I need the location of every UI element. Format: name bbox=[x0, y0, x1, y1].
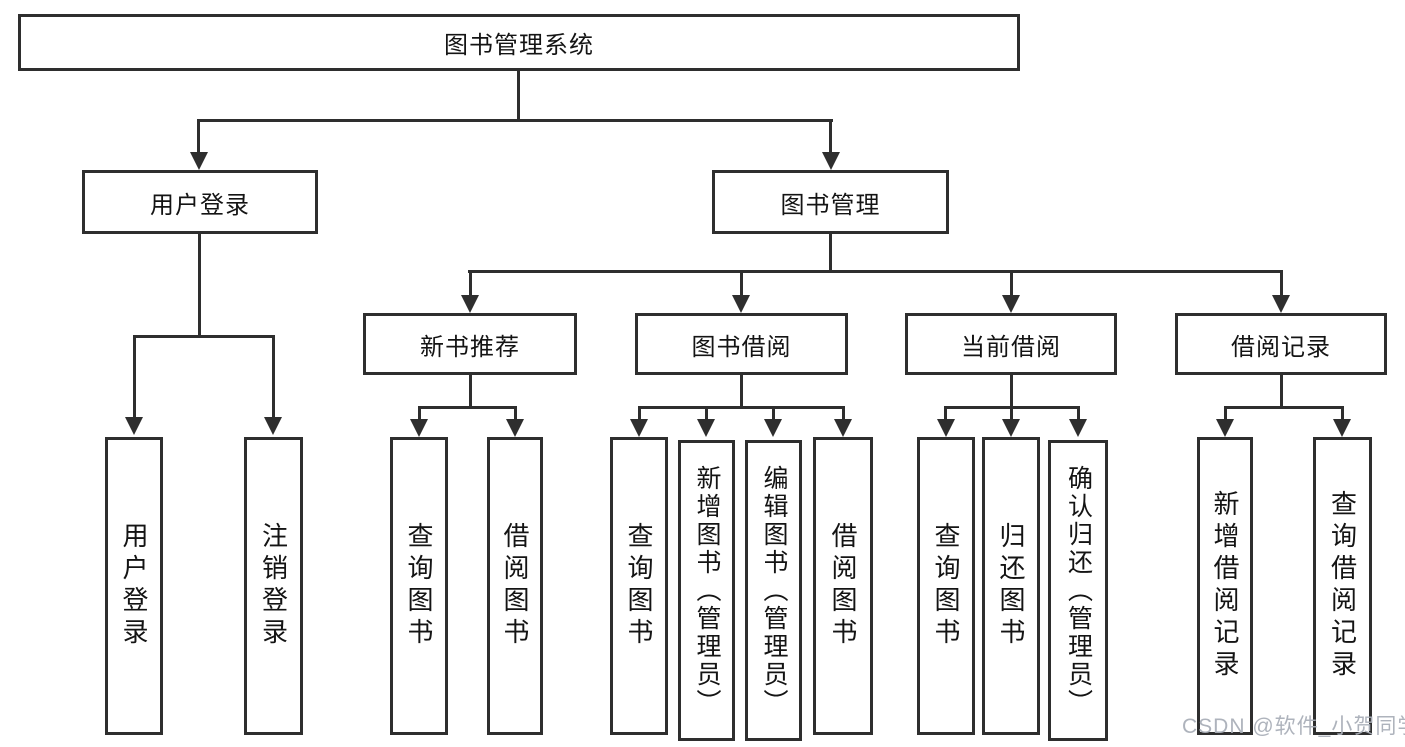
connector-cb-arrow2-shaft bbox=[1010, 406, 1013, 420]
node-cb-query-books: 查询图书 bbox=[917, 437, 975, 735]
node-bb-borrow-books: 借阅图书 bbox=[813, 437, 873, 735]
connector-root-arrow2-shaft bbox=[829, 119, 832, 153]
node-cb-confirm-return-admin: 确认归还（管理员） bbox=[1048, 440, 1108, 741]
arrow-down-icon bbox=[1333, 419, 1351, 437]
connector-nbr-stub bbox=[469, 375, 472, 409]
node-bb-add-books-admin: 新增图书（管理员） bbox=[678, 440, 735, 741]
connector-cb-stub bbox=[1010, 375, 1013, 409]
node-book-management: 图书管理 bbox=[712, 170, 949, 234]
node-library-system: 图书管理系统 bbox=[18, 14, 1020, 71]
connector-br-arrow2-shaft bbox=[1341, 406, 1344, 420]
node-label: 图书管理 bbox=[780, 191, 881, 219]
connector-cb-arrow3-shaft bbox=[1077, 406, 1080, 420]
node-label: 图书管理系统 bbox=[444, 32, 594, 59]
node-label: 查询借阅记录 bbox=[1327, 490, 1358, 682]
connector-bookmgmt-arrow1-shaft bbox=[469, 270, 472, 296]
connector-userlogin-arrow1-shaft bbox=[133, 335, 136, 417]
node-borrowing-records: 借阅记录 bbox=[1175, 313, 1387, 375]
arrow-down-icon bbox=[1002, 419, 1020, 437]
node-nbr-borrow-books: 借阅图书 bbox=[487, 437, 543, 735]
arrow-down-icon bbox=[834, 419, 852, 437]
connector-bb-stub bbox=[740, 375, 743, 409]
arrow-down-icon bbox=[506, 419, 524, 437]
connector-bookmgmt-arrow3-shaft bbox=[1010, 270, 1013, 296]
node-current-borrowing: 当前借阅 bbox=[905, 313, 1117, 375]
arrow-down-icon bbox=[1216, 419, 1234, 437]
node-label: 新增借阅记录 bbox=[1210, 490, 1240, 682]
node-label: 借阅图书 bbox=[828, 522, 858, 650]
node-label: 新增图书（管理员） bbox=[693, 464, 721, 717]
node-nbr-query-books: 查询图书 bbox=[390, 437, 448, 735]
arrow-down-icon bbox=[822, 152, 840, 170]
arrow-down-icon bbox=[125, 417, 143, 435]
node-label: 查询图书 bbox=[624, 522, 654, 650]
node-label: 新书推荐 bbox=[420, 333, 520, 361]
node-logout-leaf: 注销登录 bbox=[244, 437, 303, 735]
connector-bb-hline bbox=[638, 406, 845, 409]
node-user-login-leaf: 用户登录 bbox=[105, 437, 163, 735]
arrow-down-icon bbox=[410, 419, 428, 437]
node-label: 查询图书 bbox=[931, 522, 961, 650]
arrow-down-icon bbox=[630, 419, 648, 437]
node-bb-edit-books-admin: 编辑图书（管理员） bbox=[745, 440, 802, 741]
node-label: 查询图书 bbox=[404, 522, 434, 650]
node-br-add-record: 新增借阅记录 bbox=[1197, 437, 1253, 735]
connector-root-stub bbox=[517, 70, 520, 122]
connector-userlogin-stub bbox=[198, 234, 201, 338]
connector-cb-arrow1-shaft bbox=[944, 406, 947, 420]
connector-nbr-hline bbox=[418, 406, 517, 409]
connector-br-stub bbox=[1280, 375, 1283, 409]
node-label: 用户登录 bbox=[119, 522, 149, 650]
connector-bookmgmt-stub bbox=[829, 234, 832, 273]
arrow-down-icon bbox=[461, 295, 479, 313]
node-label: 用户登录 bbox=[150, 191, 250, 219]
node-new-book-recommend: 新书推荐 bbox=[363, 313, 577, 375]
arrow-down-icon bbox=[1069, 419, 1087, 437]
node-label: 借阅图书 bbox=[500, 522, 530, 650]
arrow-down-icon bbox=[264, 417, 282, 435]
node-bb-query-books: 查询图书 bbox=[610, 437, 668, 735]
csdn-watermark: CSDN @软件_小贺同学 bbox=[1182, 715, 1405, 738]
connector-bookmgmt-arrow2-shaft bbox=[740, 270, 743, 296]
connector-nbr-arrow1-shaft bbox=[418, 406, 421, 420]
connector-bb-arrow4-shaft bbox=[842, 406, 845, 420]
node-label: 图书借阅 bbox=[691, 333, 792, 361]
arrow-down-icon bbox=[1272, 295, 1290, 313]
node-label: 当前借阅 bbox=[961, 333, 1061, 361]
connector-br-arrow1-shaft bbox=[1224, 406, 1227, 420]
node-label: 编辑图书（管理员） bbox=[760, 464, 788, 717]
arrow-down-icon bbox=[697, 419, 715, 437]
connector-root-arrow1-shaft bbox=[197, 119, 200, 153]
connector-bb-arrow3-shaft bbox=[772, 406, 775, 420]
connector-userlogin-hline bbox=[133, 335, 275, 338]
connector-bookmgmt-arrow4-shaft bbox=[1280, 270, 1283, 296]
arrow-down-icon bbox=[732, 295, 750, 313]
connector-root-hline bbox=[197, 119, 833, 122]
arrow-down-icon bbox=[190, 152, 208, 170]
connector-userlogin-arrow2-shaft bbox=[272, 335, 275, 417]
connector-bb-arrow2-shaft bbox=[705, 406, 708, 420]
arrow-down-icon bbox=[1002, 295, 1020, 313]
node-br-query-record: 查询借阅记录 bbox=[1313, 437, 1372, 735]
connector-bookmgmt-hline bbox=[468, 270, 1283, 273]
node-label: 归还图书 bbox=[996, 522, 1026, 650]
node-book-borrowing: 图书借阅 bbox=[635, 313, 848, 375]
arrow-down-icon bbox=[937, 419, 955, 437]
node-cb-return-books: 归还图书 bbox=[982, 437, 1040, 735]
connector-bb-arrow1-shaft bbox=[638, 406, 641, 420]
node-label: 注销登录 bbox=[258, 522, 289, 650]
arrow-down-icon bbox=[764, 419, 782, 437]
connector-br-hline bbox=[1224, 406, 1344, 409]
node-label: 确认归还（管理员） bbox=[1064, 464, 1093, 717]
connector-nbr-arrow2-shaft bbox=[514, 406, 517, 420]
node-label: 借阅记录 bbox=[1231, 333, 1331, 361]
node-user-login: 用户登录 bbox=[82, 170, 318, 234]
